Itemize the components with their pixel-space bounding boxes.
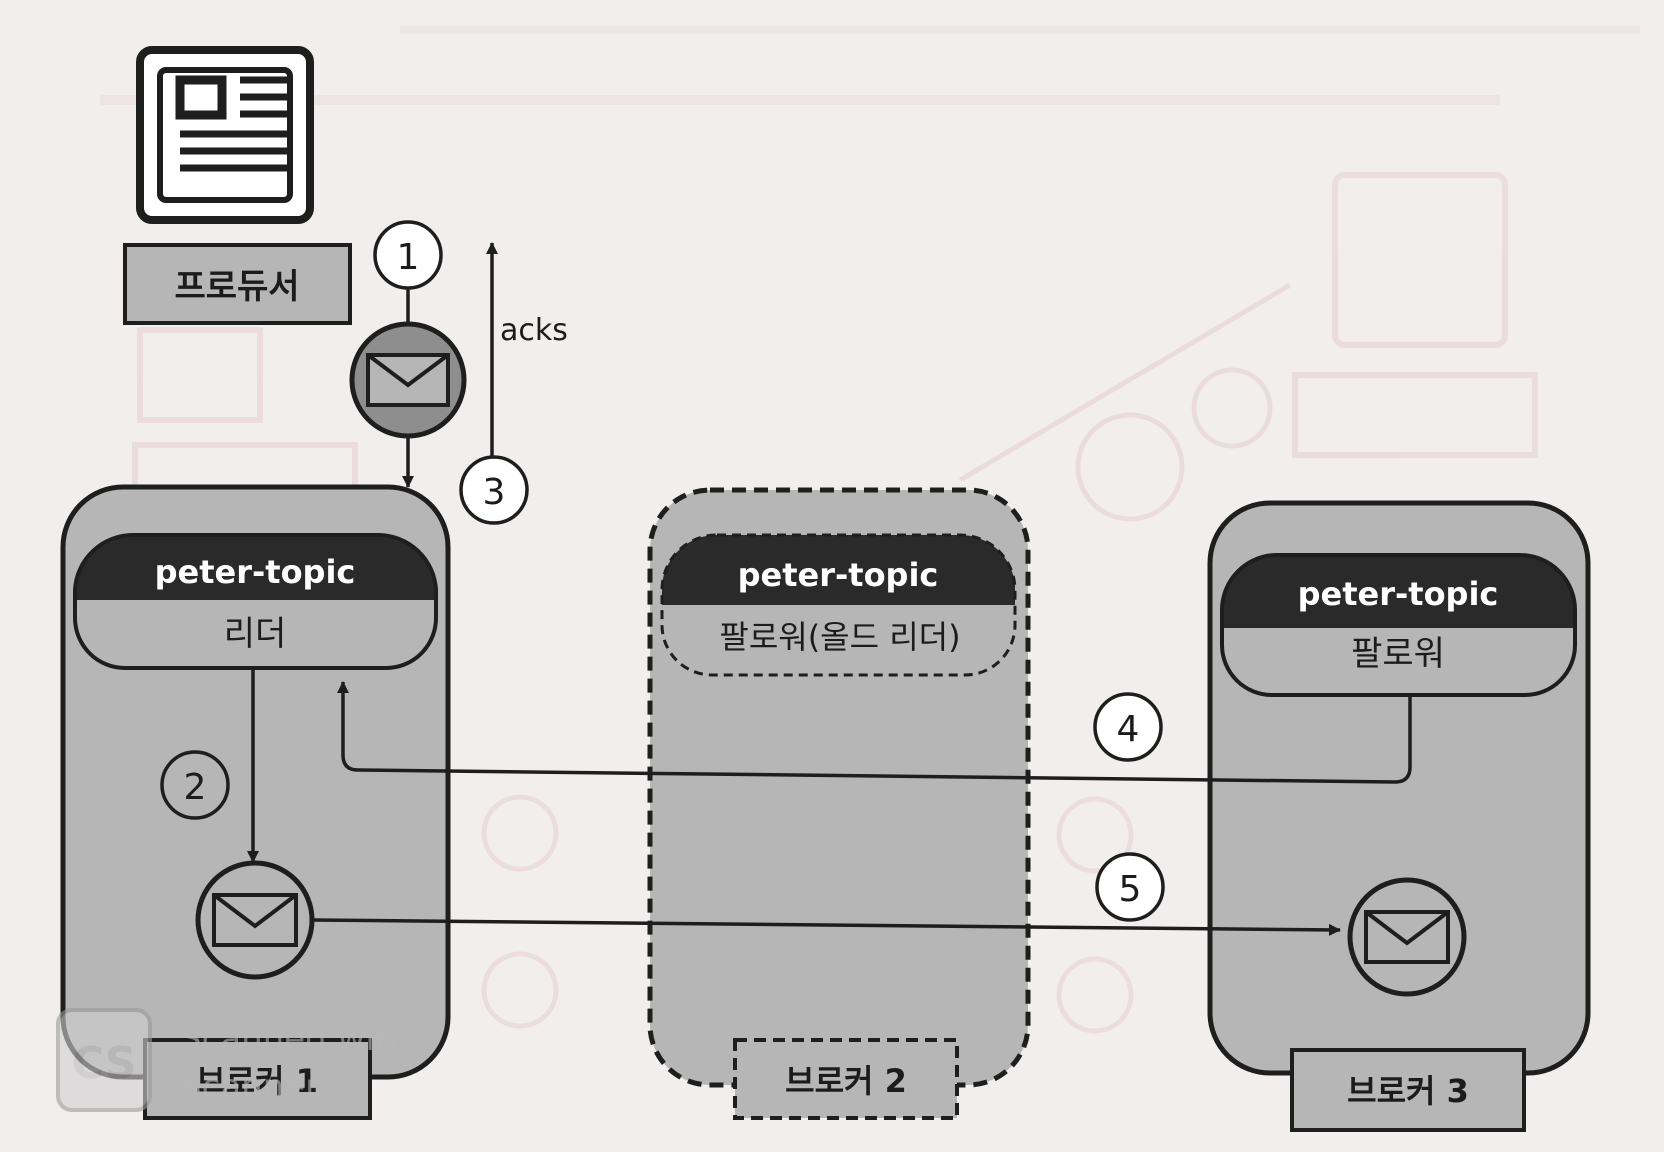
step-2-number: 2 [184, 767, 207, 808]
message-envelope-icon-leader [195, 860, 315, 980]
step-2-marker: 2 [160, 750, 230, 820]
replication-arrow [311, 918, 1341, 936]
step-5-marker: 5 [1095, 852, 1165, 922]
producer-label: 프로듀서 [174, 267, 299, 307]
broker-1-role: 리더 [224, 614, 287, 654]
watermark-logo: CS [72, 1038, 137, 1089]
step-1-number: 1 [397, 237, 420, 278]
broker-3: peter-topic 팔로워 브로커 3 [1207, 500, 1591, 1132]
step-4-marker: 4 [1093, 692, 1163, 762]
scanner-watermark: CS Scanned with Scanner [56, 1008, 410, 1112]
message-envelope-icon-follower [1347, 877, 1467, 997]
step-4-number: 4 [1117, 709, 1140, 750]
broker-2-topic-name: peter-topic [738, 556, 939, 594]
broker-3-role: 팔로워 [1351, 634, 1445, 674]
broker-1-topic-name: peter-topic [155, 553, 356, 591]
acks-label: acks [500, 313, 568, 348]
broker-2-label: 브로커 2 [785, 1062, 907, 1100]
broker-1: peter-topic 리더 브로커 1 [60, 484, 451, 1120]
broker-2-role: 팔로워(올드 리더) [719, 618, 960, 656]
step-3-marker: 3 [459, 455, 529, 525]
broker-3-label: 브로커 3 [1347, 1072, 1469, 1110]
step-3-number: 3 [483, 472, 506, 513]
fetch-request-arrow [337, 681, 1412, 784]
watermark-line1: Scanned with [180, 1019, 410, 1059]
step-5-number: 5 [1119, 869, 1142, 910]
message-envelope-icon-produce [349, 321, 467, 439]
watermark-line2: Scanner [180, 1067, 319, 1107]
producer-document-icon [136, 46, 314, 224]
step-1-marker: 1 [373, 220, 443, 290]
producer-label-box: 프로듀서 [123, 243, 352, 325]
broker-1-label: 브로커 1 [196, 1062, 318, 1100]
broker-2: peter-topic 팔로워(올드 리더) 브로커 2 [647, 487, 1031, 1120]
broker-3-topic-name: peter-topic [1298, 575, 1499, 613]
